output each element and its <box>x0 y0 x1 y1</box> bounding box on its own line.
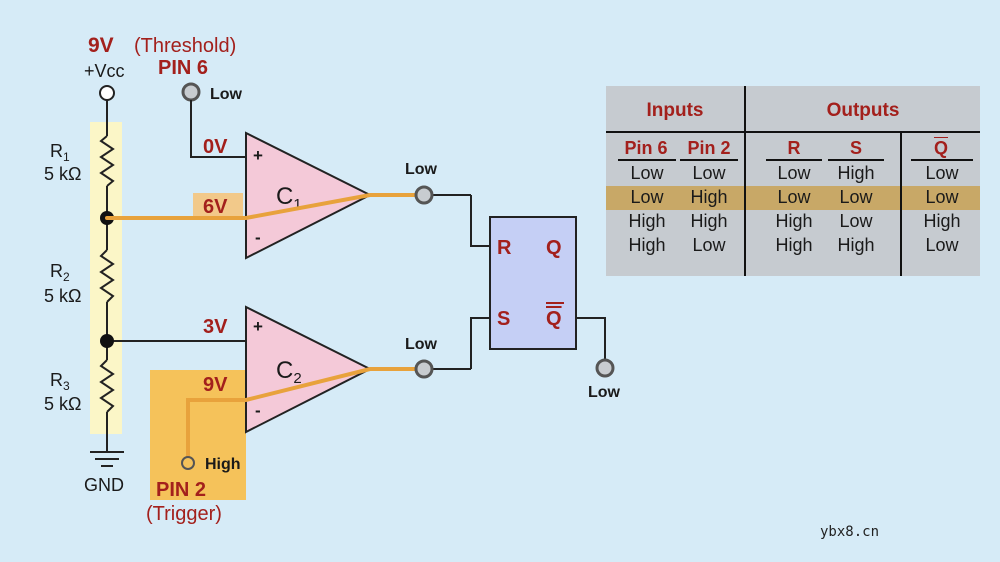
table-cell: Low <box>630 163 664 183</box>
c2-minus-voltage: 9V <box>203 374 228 396</box>
table-cell: Low <box>630 187 664 207</box>
table-cell: High <box>628 235 666 255</box>
table-cell: Low <box>839 187 873 207</box>
flipflop-qbar: Q <box>546 308 562 330</box>
table-cell: Low <box>925 163 959 183</box>
c1-minus: - <box>255 228 261 247</box>
col-pin6: Pin 6 <box>624 138 668 158</box>
divider-wires <box>90 100 606 467</box>
table-cell: Low <box>925 235 959 255</box>
r1-value: 5 kΩ <box>44 164 81 184</box>
truth-table: Inputs Outputs Pin 6 Pin 2 R S Q Low Low… <box>606 86 980 276</box>
qbar-output-state: Low <box>588 384 621 401</box>
trigger-pin: PIN 2 <box>156 479 206 501</box>
col-s: S <box>849 138 862 158</box>
ground-label: GND <box>84 475 124 495</box>
supply-voltage: 9V <box>88 34 114 57</box>
c2-minus: - <box>255 401 261 420</box>
c1-output-terminal <box>414 185 434 205</box>
signal-paths <box>105 193 426 465</box>
col-pin2: Pin 2 <box>687 138 731 158</box>
table-cell: High <box>837 163 875 183</box>
c1-output-state: Low <box>405 161 438 178</box>
flipflop-s: S <box>497 308 510 330</box>
c1-plus: + <box>253 146 263 165</box>
r1-label: R1 <box>50 141 70 164</box>
col-underline <box>680 159 738 161</box>
watermark: ybx8.cn <box>820 524 879 540</box>
table-cell: High <box>923 211 961 231</box>
comparator-c1 <box>245 131 373 260</box>
c1-label: C1 <box>276 183 302 213</box>
inputs-header: Inputs <box>646 100 704 121</box>
divider-band <box>90 122 122 434</box>
col-underline <box>828 159 884 161</box>
table-cell: High <box>775 211 813 231</box>
c2-label: C2 <box>276 357 302 387</box>
flipflop <box>489 216 577 350</box>
c1-plus-voltage: 0V <box>203 136 228 158</box>
pin2-state: High <box>205 456 241 473</box>
col-underline <box>618 159 676 161</box>
threshold-voltage-highlight <box>193 193 243 217</box>
table-divider-inputs <box>744 86 746 276</box>
outputs-header: Outputs <box>826 100 900 121</box>
r2-value: 5 kΩ <box>44 286 81 306</box>
table-cell: High <box>690 211 728 231</box>
table-cell: Low <box>692 163 726 183</box>
c2-plus-voltage: 3V <box>203 316 228 338</box>
table-cell: High <box>775 235 813 255</box>
table-cell: Low <box>839 211 873 231</box>
qbar-output-terminal <box>595 358 615 378</box>
col-underline <box>911 159 973 161</box>
pin2-terminal <box>181 456 195 470</box>
flipflop-q: Q <box>546 237 562 259</box>
resistor-r3 <box>99 359 115 413</box>
col-underline <box>766 159 822 161</box>
c1-minus-voltage: 6V <box>203 196 228 218</box>
supply-label: +Vcc <box>84 61 125 81</box>
c2-output-state: Low <box>405 336 438 353</box>
threshold-name: (Threshold) <box>134 35 236 57</box>
resistor-r2 <box>99 249 115 303</box>
resistor-r1 <box>99 135 115 187</box>
pin6-state: Low <box>210 86 243 103</box>
col-qbar: Q <box>933 138 948 158</box>
r3-label: R3 <box>50 370 70 393</box>
table-cell: Low <box>777 163 811 183</box>
table-cell: High <box>690 187 728 207</box>
trigger-name: (Trigger) <box>146 503 222 525</box>
r3-value: 5 kΩ <box>44 394 81 414</box>
table-cell: High <box>837 235 875 255</box>
divider-node-2 <box>100 334 114 348</box>
highlight-row <box>606 186 980 210</box>
c2-plus: + <box>253 317 263 336</box>
r2-label: R2 <box>50 261 70 284</box>
col-r: R <box>787 138 801 158</box>
table-cell: Low <box>925 187 959 207</box>
c2-output-terminal <box>414 359 434 379</box>
trigger-box <box>150 370 246 500</box>
table-header-rule <box>606 131 980 133</box>
pin6-terminal <box>181 82 201 102</box>
table-cell: High <box>628 211 666 231</box>
comparator-c2 <box>245 305 373 434</box>
table-divider-outputs <box>900 132 902 276</box>
threshold-pin: PIN 6 <box>158 57 208 79</box>
flipflop-r: R <box>497 237 512 259</box>
table-cell: Low <box>692 235 726 255</box>
table-cell: Low <box>777 187 811 207</box>
vcc-terminal <box>99 85 115 101</box>
